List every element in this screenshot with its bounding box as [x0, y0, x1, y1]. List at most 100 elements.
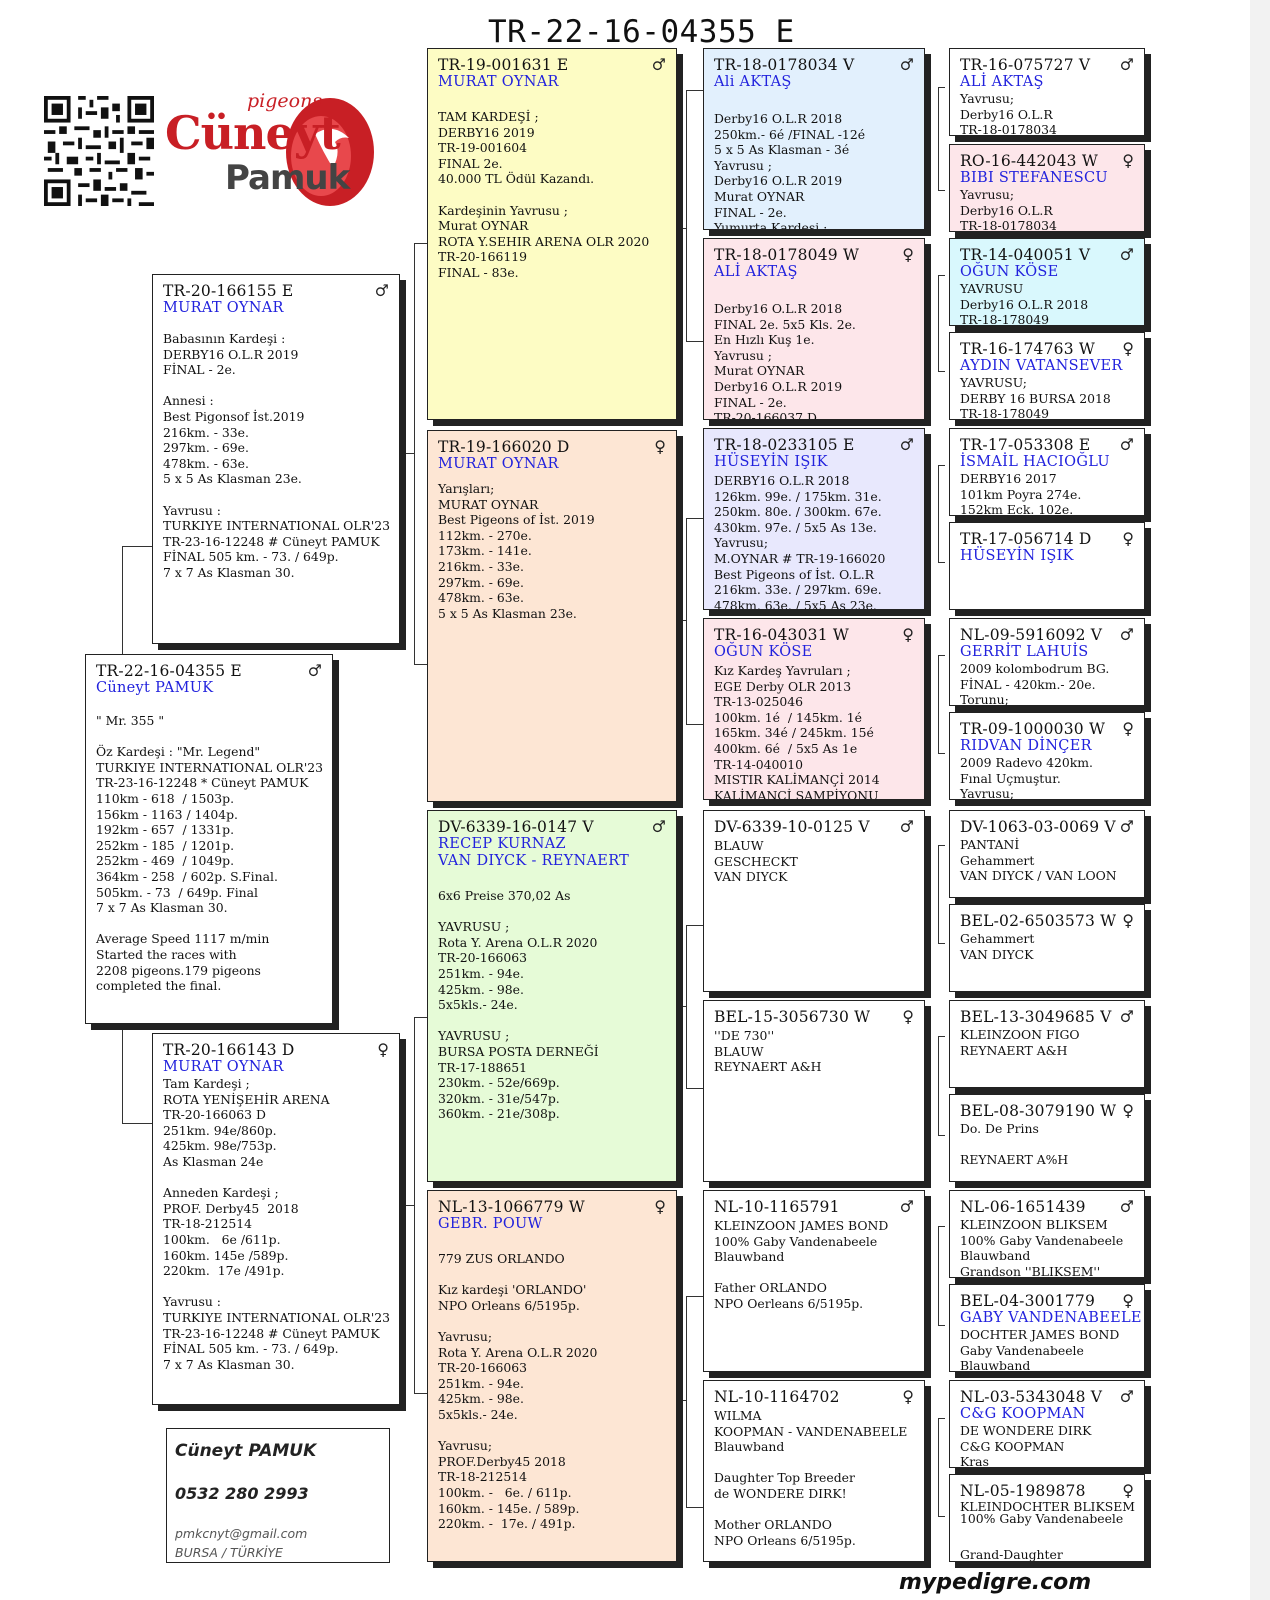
card-dam: TR-20-166143 D ♀ MURAT OYNAR Tam Kardeşi… [152, 1033, 400, 1405]
connector-sss [938, 87, 945, 191]
connector-dsd [938, 1036, 945, 1136]
male-icon: ♂ [307, 661, 322, 680]
owner-name: MURAT OYNAR [438, 74, 559, 90]
card-notes: WILMA KOOPMAN - VANDENABEELE Blauwband D… [714, 1408, 908, 1548]
card-dam-dam: NL-13-1066779 W ♀ GEBR. POUW 779 ZUS ORL… [427, 1190, 677, 1562]
card-notes: TAM KARDEŞİ ; DERBY16 2019 TR-19-001604 … [438, 109, 650, 280]
ring-number: BEL-02-6503573 W [960, 912, 1117, 930]
owner-name: MURAT OYNAR [438, 456, 559, 472]
owner-name: GEBR. POUW [438, 1216, 543, 1232]
card-g4-16: NL-05-1989878 ♀ KLEINDOCHTER BLIKSEM 100… [949, 1474, 1145, 1562]
ring-number: NL-06-1651439 [960, 1198, 1086, 1216]
ring-number: TR-16-174763 W [960, 340, 1096, 358]
card-g4-5: TR-17-053308 E ♂ İSMAİL HACIOĞLU DERBY16… [949, 428, 1145, 516]
card-g4-3: TR-14-040051 V ♂ OĞUN KÖSE YAVRUSU Derby… [949, 238, 1145, 326]
card-sd-sire: TR-18-0233105 E ♂ HÜSEYİN IŞIK DERBY16 O… [703, 428, 925, 610]
ring-number: NL-13-1066779 W [438, 1198, 585, 1216]
card-g4-10: BEL-02-6503573 W ♀ Gehammert VAN DIYCK [949, 904, 1145, 992]
card-notes: 779 ZUS ORLANDO Kız kardeşi 'ORLANDO' NP… [438, 1251, 598, 1532]
male-icon: ♂ [899, 435, 914, 454]
card-notes: YAVRUSU Derby16 O.L.R 2018 TR-18-178049 [960, 281, 1089, 326]
site-footer-link[interactable]: mypedigre.com [899, 1570, 1092, 1595]
connector-tick [676, 1400, 686, 1401]
ring-number: NL-05-1989878 [960, 1482, 1086, 1500]
card-sire-sire: TR-19-001631 E ♂ MURAT OYNAR TAM KARDEŞİ… [427, 48, 677, 420]
owner-name: Ali AKTAŞ [714, 74, 792, 90]
ring-number: BEL-08-3079190 W [960, 1102, 1117, 1120]
owner-name: MURAT OYNAR [163, 300, 284, 316]
connector-sdd [938, 655, 945, 754]
male-icon: ♂ [899, 817, 914, 836]
ring-number: BEL-15-3056730 W [714, 1008, 871, 1026]
card-g4-8: TR-09-1000030 W ♀ RIDVAN DİNÇER 2009 Rad… [949, 712, 1145, 800]
card-ds-sire: DV-6339-10-0125 V ♂ BLAUW GESCHECKT VAN … [703, 810, 925, 992]
contact-phone[interactable]: 0532 280 2993 [175, 1484, 309, 1503]
female-icon: ♀ [902, 625, 914, 644]
ring-number: TR-20-166143 D [163, 1041, 295, 1059]
card-notes: Derby16 O.L.R 2018 FINAL 2e. 5x5 Kls. 2e… [714, 301, 856, 420]
card-notes: KLEINZOON FIGO REYNAERT A&H [960, 1027, 1080, 1058]
card-notes: KLEINZOON BLIKSEM 100% Gaby Vandenabeele… [960, 1217, 1124, 1278]
card-notes: YAVRUSU; DERBY 16 BURSA 2018 TR-18-17804… [960, 375, 1111, 420]
female-icon: ♀ [1122, 1291, 1134, 1310]
cuneyt-pamuk-logo: pigeons Cüneyt Pamuk [165, 86, 385, 211]
connector-tick [404, 453, 414, 454]
card-notes: Yavrusu; Derby16 O.L.R TR-18-0178034 [960, 187, 1057, 232]
card-notes: DE WONDERE DIRK C&G KOOPMAN Kras [960, 1423, 1092, 1468]
connector-tick [676, 620, 686, 621]
card-g4-2: RO-16-442043 W ♀ BIBI STEFANESCU Yavrusu… [949, 144, 1145, 232]
owner-name: OĞUN KÖSE [714, 644, 813, 660]
card-g4-13: NL-06-1651439 ♂ KLEINZOON BLIKSEM 100% G… [949, 1190, 1145, 1278]
ring-number: RO-16-442043 W [960, 152, 1098, 170]
logo-sub: Pamuk [225, 158, 350, 198]
connector-dss [938, 845, 945, 944]
card-notes: Derby16 O.L.R 2018 250km.- 6é /FINAL -12… [714, 111, 866, 230]
owner-name: RIDVAN DİNÇER [960, 738, 1092, 754]
card-notes: Yavrusu; Derby16 O.L.R TR-18-0178034 [960, 91, 1057, 136]
ring-number: TR-18-0233105 E [714, 436, 855, 454]
card-subject: TR-22-16-04355 E ♂ Cüneyt PAMUK " Mr. 35… [85, 654, 333, 1024]
ring-number: TR-16-075727 V [960, 56, 1091, 74]
connector-tick [404, 1205, 414, 1206]
card-g4-15: NL-03-5343048 V ♂ C&G KOOPMAN DE WONDERE… [949, 1380, 1145, 1468]
card-notes: DERBY16 2017 101km Poyra 274e. 152km Eck… [960, 471, 1082, 516]
female-icon: ♀ [1122, 1481, 1134, 1500]
card-g4-11: BEL-13-3049685 V ♂ KLEINZOON FIGO REYNAE… [949, 1000, 1145, 1088]
ring-number: TR-19-166020 D [438, 438, 570, 456]
male-icon: ♂ [1119, 55, 1134, 74]
card-notes: Gehammert VAN DIYCK [960, 931, 1035, 962]
male-icon: ♂ [899, 1197, 914, 1216]
card-g4-4: TR-16-174763 W ♀ AYDIN VATANSEVER YAVRUS… [949, 332, 1145, 420]
contact-email[interactable]: pmkcnyt@gmail.com [175, 1526, 308, 1541]
card-ds-dam: BEL-15-3056730 W ♀ ''DE 730'' BLAUW REYN… [703, 1000, 925, 1182]
ring-number: TR-19-001631 E [438, 56, 569, 74]
card-g4-14: BEL-04-3001779 ♀ GABY VANDENABEELE DOCHT… [949, 1284, 1145, 1372]
card-notes: DOCHTER JAMES BOND Gaby Vandenabeele Bla… [960, 1327, 1120, 1372]
ring-number: TR-09-1000030 W [960, 720, 1106, 738]
female-icon: ♀ [1122, 529, 1134, 548]
male-icon: ♂ [899, 55, 914, 74]
logo-brand: Cüneyt [165, 106, 341, 160]
card-g4-12: BEL-08-3079190 W ♀ Do. De Prins REYNAERT… [949, 1094, 1145, 1182]
ring-number: BEL-04-3001779 [960, 1292, 1096, 1310]
owner-name: C&G KOOPMAN [960, 1406, 1086, 1422]
owner-name: AYDIN VATANSEVER [960, 358, 1123, 374]
card-dd-dam: NL-10-1164702 ♀ WILMA KOOPMAN - VANDENAB… [703, 1380, 925, 1562]
male-icon: ♂ [1119, 817, 1134, 836]
card-notes: DERBY16 O.L.R 2018 126km. 99e. / 175km. … [714, 473, 886, 610]
owner-name: MURAT OYNAR [163, 1059, 284, 1075]
card-sire: TR-20-166155 E ♂ MURAT OYNAR Babasının K… [152, 274, 400, 644]
female-icon: ♀ [1122, 1101, 1134, 1120]
connector-tick [676, 228, 686, 229]
ring-number: TR-16-043031 W [714, 626, 850, 644]
card-g4-7: NL-09-5916092 V ♂ GERRİT LAHUİS 2009 kol… [949, 618, 1145, 706]
connector-ds [686, 925, 705, 1089]
ring-number: DV-1063-03-0069 V [960, 818, 1116, 836]
logo-script: pigeons [247, 90, 323, 112]
male-icon: ♂ [1119, 1197, 1134, 1216]
ring-number: NL-10-1165791 [714, 1198, 840, 1216]
owner-name: İSMAİL HACIOĞLU [960, 454, 1110, 470]
card-notes: Do. De Prins REYNAERT A%H [960, 1121, 1069, 1168]
male-icon: ♂ [374, 281, 389, 300]
card-notes: Yarışları; MURAT OYNAR Best Pigeons of İ… [438, 481, 595, 621]
